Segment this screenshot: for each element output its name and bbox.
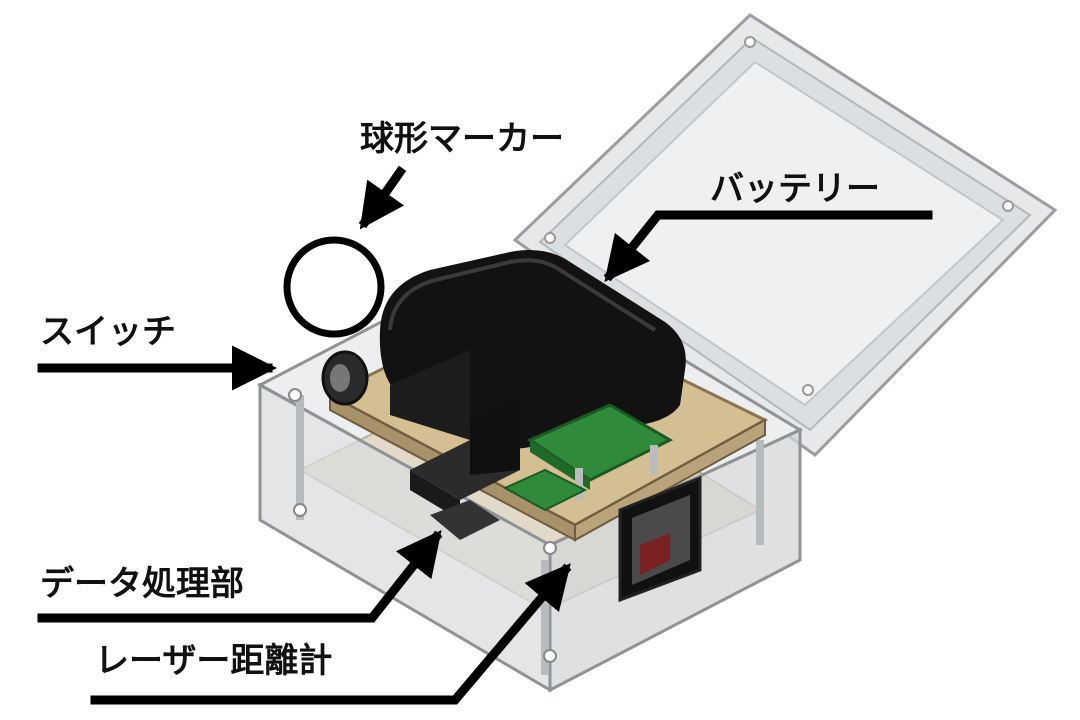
label-battery: バッテリー bbox=[710, 169, 880, 209]
label-data-processor: データ処理部 bbox=[40, 564, 244, 604]
arrow-battery bbox=[603, 210, 933, 283]
arrow-laser-rangefinder bbox=[90, 563, 572, 705]
laser-rangefinder bbox=[618, 475, 702, 603]
green-pcb-lower bbox=[502, 468, 588, 512]
leader-arrows bbox=[37, 165, 933, 705]
switch-component bbox=[321, 350, 369, 406]
label-switch: スイッチ bbox=[40, 312, 176, 352]
arrow-sphere-marker bbox=[358, 165, 407, 230]
battery-pack bbox=[379, 249, 686, 475]
green-pcb-upper bbox=[526, 403, 674, 500]
arrow-data-processor bbox=[37, 529, 443, 623]
label-laser-rangefinder: レーザー距離計 bbox=[95, 641, 332, 681]
label-sphere-marker: 球形マーカー bbox=[360, 119, 564, 159]
case-lid bbox=[512, 13, 1058, 457]
sphere-marker bbox=[283, 236, 385, 338]
